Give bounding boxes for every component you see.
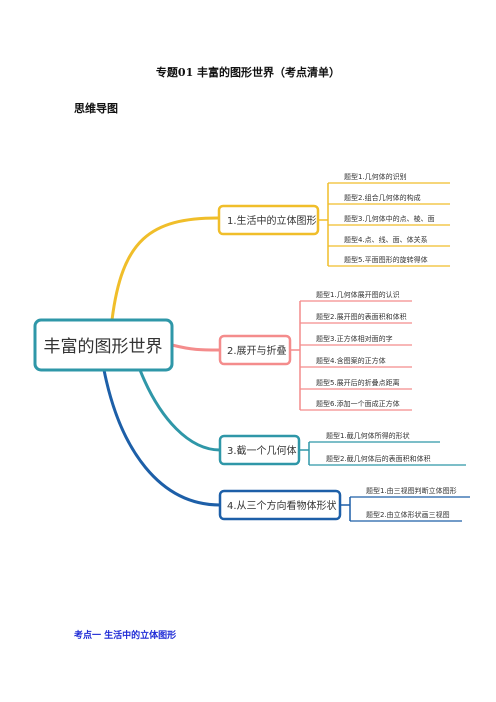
connector-branch-1 xyxy=(110,216,219,321)
connector-branch-3 xyxy=(138,369,221,452)
branch-1-item-3: 题型3.几何体中的点、棱、面 xyxy=(344,214,435,223)
branch-3-item-1: 题型1.截几何体所得的形状 xyxy=(326,431,410,440)
branch-2-item-4: 题型4.含图案的正方体 xyxy=(316,356,386,365)
bracket-branch-4 xyxy=(340,497,351,521)
branch-3-items xyxy=(309,441,466,466)
branch-4-item-2: 题型2.由立体形状画三视图 xyxy=(366,510,450,519)
branch-2-items xyxy=(300,300,412,411)
page-title: 专题01 丰富的图形世界（考点清单） xyxy=(155,66,341,79)
section-heading: 思维导图 xyxy=(74,102,118,115)
branch-1-item-1: 题型1.几何体的识别 xyxy=(344,172,407,181)
connector-branch-4 xyxy=(102,369,221,507)
root-node-box xyxy=(33,318,174,372)
bracket-branch-1 xyxy=(318,183,329,266)
connector-branch-2 xyxy=(171,343,221,352)
branch-1-item-4: 题型4.点、线、面、体关系 xyxy=(344,235,428,244)
bracket-branch-3 xyxy=(299,442,310,465)
branch-label-4: 4.从三个方向看物体形状 xyxy=(227,499,337,512)
branch-1-item-5: 题型5.平面图形的旋转得体 xyxy=(344,255,428,264)
branch-2-item-2: 题型2.展开图的表面积和体积 xyxy=(316,312,407,321)
branch-2-item-5: 题型5.展开后的折叠点距离 xyxy=(316,378,400,387)
branch-4-items xyxy=(350,496,470,522)
branch-2-item-3: 题型3.正方体相对面的字 xyxy=(316,334,393,343)
branch-label-2: 2.展开与折叠 xyxy=(227,344,287,357)
branch-4-item-1: 题型1.由三视图判断立体图形 xyxy=(366,486,457,495)
root-node-label: 丰富的图形世界 xyxy=(44,337,163,357)
branch-2-item-6: 题型6.添加一个面成正方体 xyxy=(316,399,400,408)
topic-heading: 考点一 生活中的立体图形 xyxy=(74,631,177,641)
bracket-branch-2 xyxy=(290,301,301,410)
branch-2-item-1: 题型1.几何体展开图的认识 xyxy=(316,290,400,299)
branch-3-item-2: 题型2.截几何体后的表面积和体积 xyxy=(326,454,431,463)
branch-label-1: 1.生活中的立体图形 xyxy=(227,214,317,227)
branch-label-3: 3.截一个几何体 xyxy=(227,444,297,457)
branch-1-item-2: 题型2.组合几何体的构成 xyxy=(344,193,421,202)
branch-1-items xyxy=(328,182,450,267)
